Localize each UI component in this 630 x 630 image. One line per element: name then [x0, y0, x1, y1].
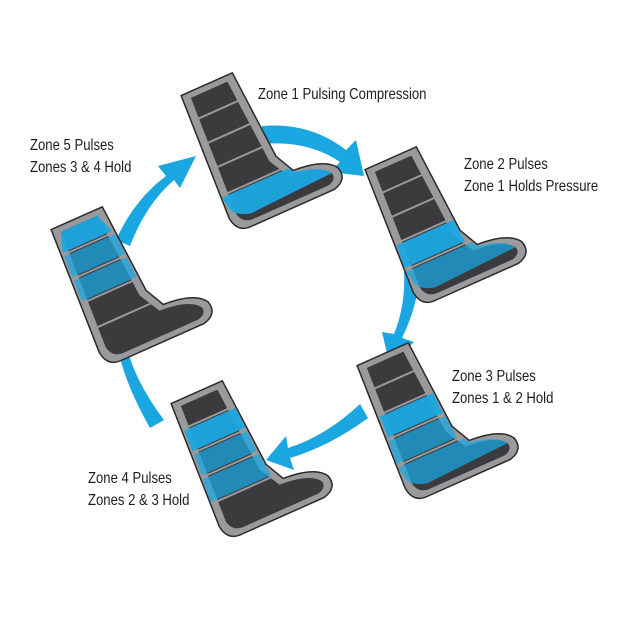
boot-stage-4: [164, 355, 338, 543]
arrow-zone1-to-zone2: [262, 125, 364, 176]
stage-4-line-1: Zone 4 Pulses: [88, 470, 172, 487]
stage-2-line-1: Zone 2 Pulses: [464, 156, 548, 173]
hold-zone-2: [388, 416, 457, 465]
stage-5-line-2: Zones 3 & 4 Hold: [30, 159, 132, 176]
stage-2-label: Zone 2 Pulses Zone 1 Holds Pressure: [464, 154, 598, 198]
boot-stage-1: [174, 47, 348, 235]
active-zone-5: [60, 215, 112, 253]
stage-3-line-1: Zone 3 Pulses: [452, 368, 536, 385]
hold-zone-1: [406, 242, 516, 289]
stage-3-line-2: Zones 1 & 2 Hold: [452, 390, 554, 407]
stage-3-label: Zone 3 Pulses Zones 1 & 2 Hold: [452, 366, 553, 410]
boot-stage-2: [358, 121, 532, 309]
hold-zone-3-b: [73, 257, 137, 302]
stage-4-label: Zone 4 Pulses Zones 2 & 3 Hold: [88, 468, 189, 512]
active-zone-1: [222, 168, 332, 215]
stage-5-label: Zone 5 Pulses Zones 3 & 4 Hold: [30, 135, 131, 179]
boot-stage-3: [350, 317, 524, 505]
stage-2-line-2: Zone 1 Holds Pressure: [464, 178, 599, 195]
active-zone-4: [184, 407, 246, 452]
arrow-zone2-to-zone3: [382, 270, 420, 366]
boot-stage-5: [44, 181, 218, 369]
active-zone-3: [379, 393, 443, 438]
hold-zone-4: [64, 233, 126, 278]
active-zone-2: [396, 220, 465, 269]
stage-1-label: Zone 1 Pulsing Compression: [258, 84, 426, 106]
stage-5-line-1: Zone 5 Pulses: [30, 137, 114, 154]
stage-1-line-1: Zone 1 Pulsing Compression: [258, 86, 427, 103]
arrow-zone3-to-zone4: [266, 404, 368, 470]
arrow-zone5-to-zone1: [116, 156, 196, 246]
hold-zone-3: [193, 431, 257, 476]
hold-zone-1-b: [398, 438, 508, 485]
hold-zone-2-b: [202, 454, 271, 503]
stage-4-line-2: Zones 2 & 3 Hold: [88, 492, 190, 509]
